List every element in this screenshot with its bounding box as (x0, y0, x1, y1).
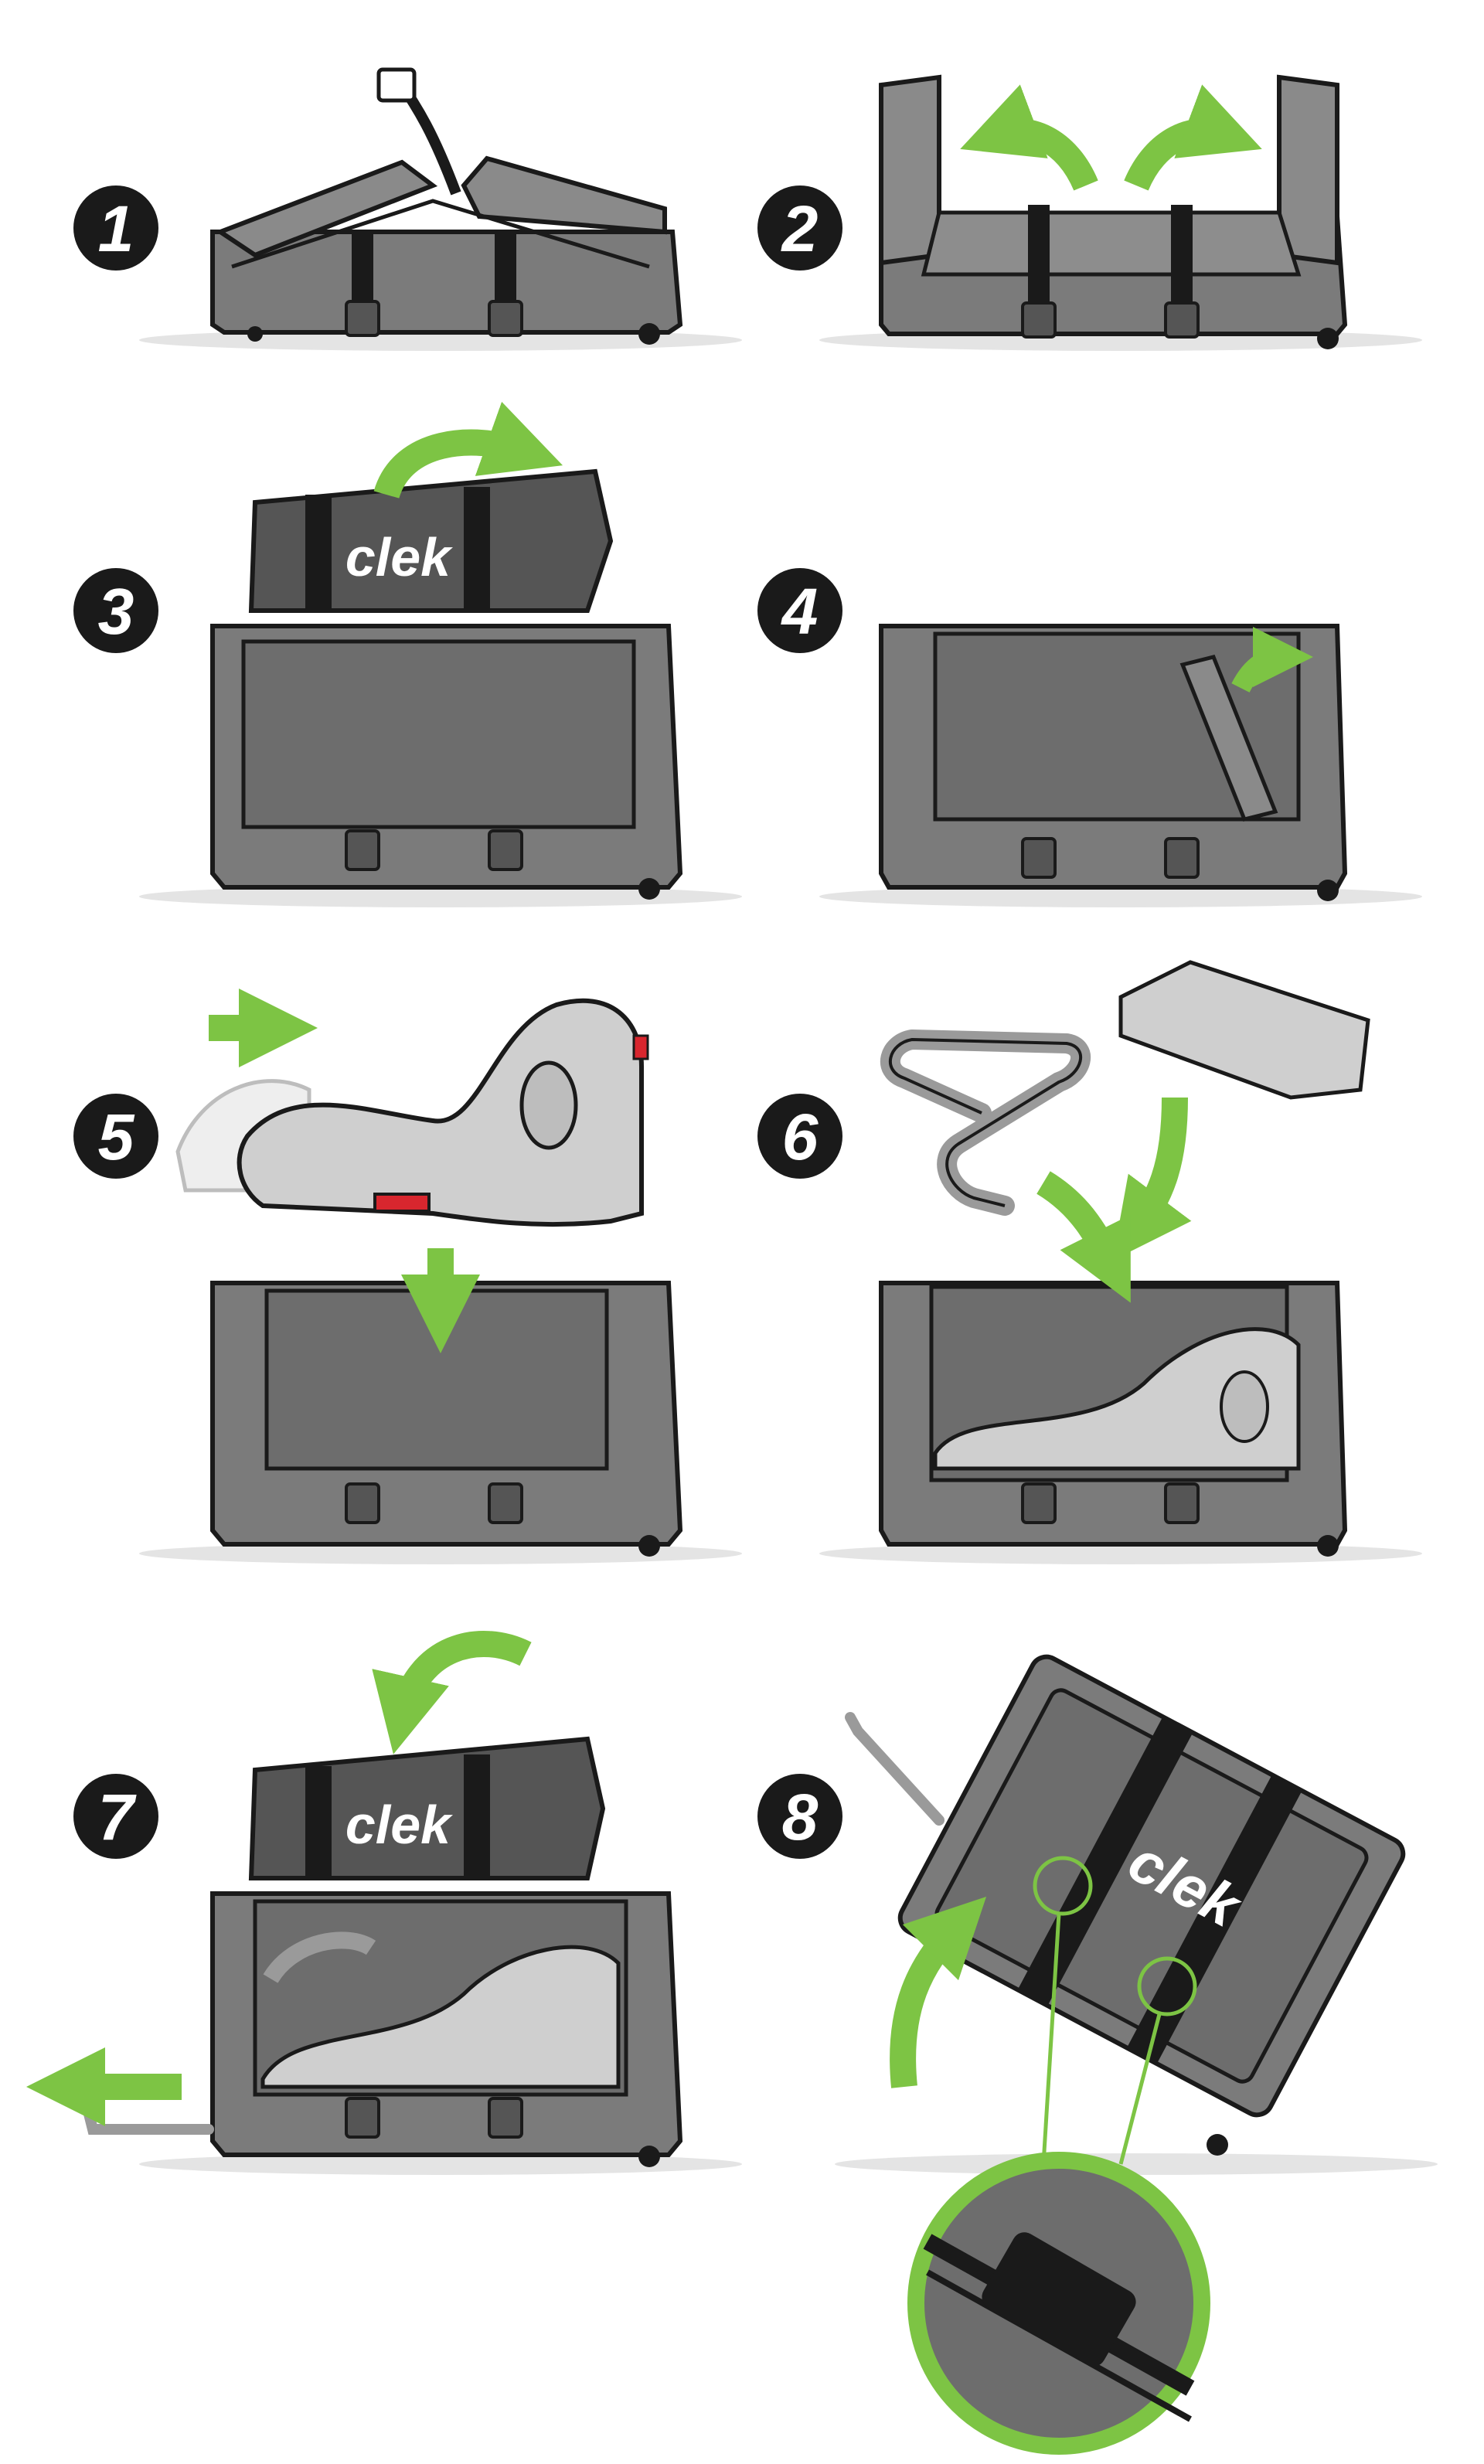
step-7-panel: clek (26, 1631, 742, 2175)
step-8-panel: clek (835, 1654, 1438, 2455)
step-8-badge: 8 (757, 1774, 842, 1859)
step-3-number: 3 (98, 575, 134, 648)
step-8-number: 8 (782, 1781, 819, 1853)
step-4-number: 4 (781, 575, 819, 648)
step-7-badge: 7 (73, 1774, 158, 1859)
step-7-brand: clek (345, 1795, 453, 1855)
step-7-number: 7 (98, 1781, 137, 1853)
step-5-panel (139, 989, 742, 1564)
step-6-badge: 6 (757, 1094, 842, 1179)
step-4-badge: 4 (757, 568, 842, 653)
step-3-brand: clek (345, 527, 453, 587)
step-4-panel (819, 624, 1422, 907)
step-1-badge: 1 (73, 185, 158, 271)
step-5-number: 5 (98, 1101, 135, 1173)
step-5-badge: 5 (73, 1094, 158, 1179)
step-2-number: 2 (781, 192, 819, 265)
step-1-panel (139, 67, 742, 351)
step-2-badge: 2 (757, 185, 842, 271)
step-3-badge: 3 (73, 568, 158, 653)
step-3-panel: clek (139, 401, 742, 907)
step-6-number: 6 (782, 1101, 819, 1173)
step-1-number: 1 (98, 192, 134, 265)
step-2-panel (819, 74, 1422, 351)
step-6-panel (819, 960, 1422, 1564)
